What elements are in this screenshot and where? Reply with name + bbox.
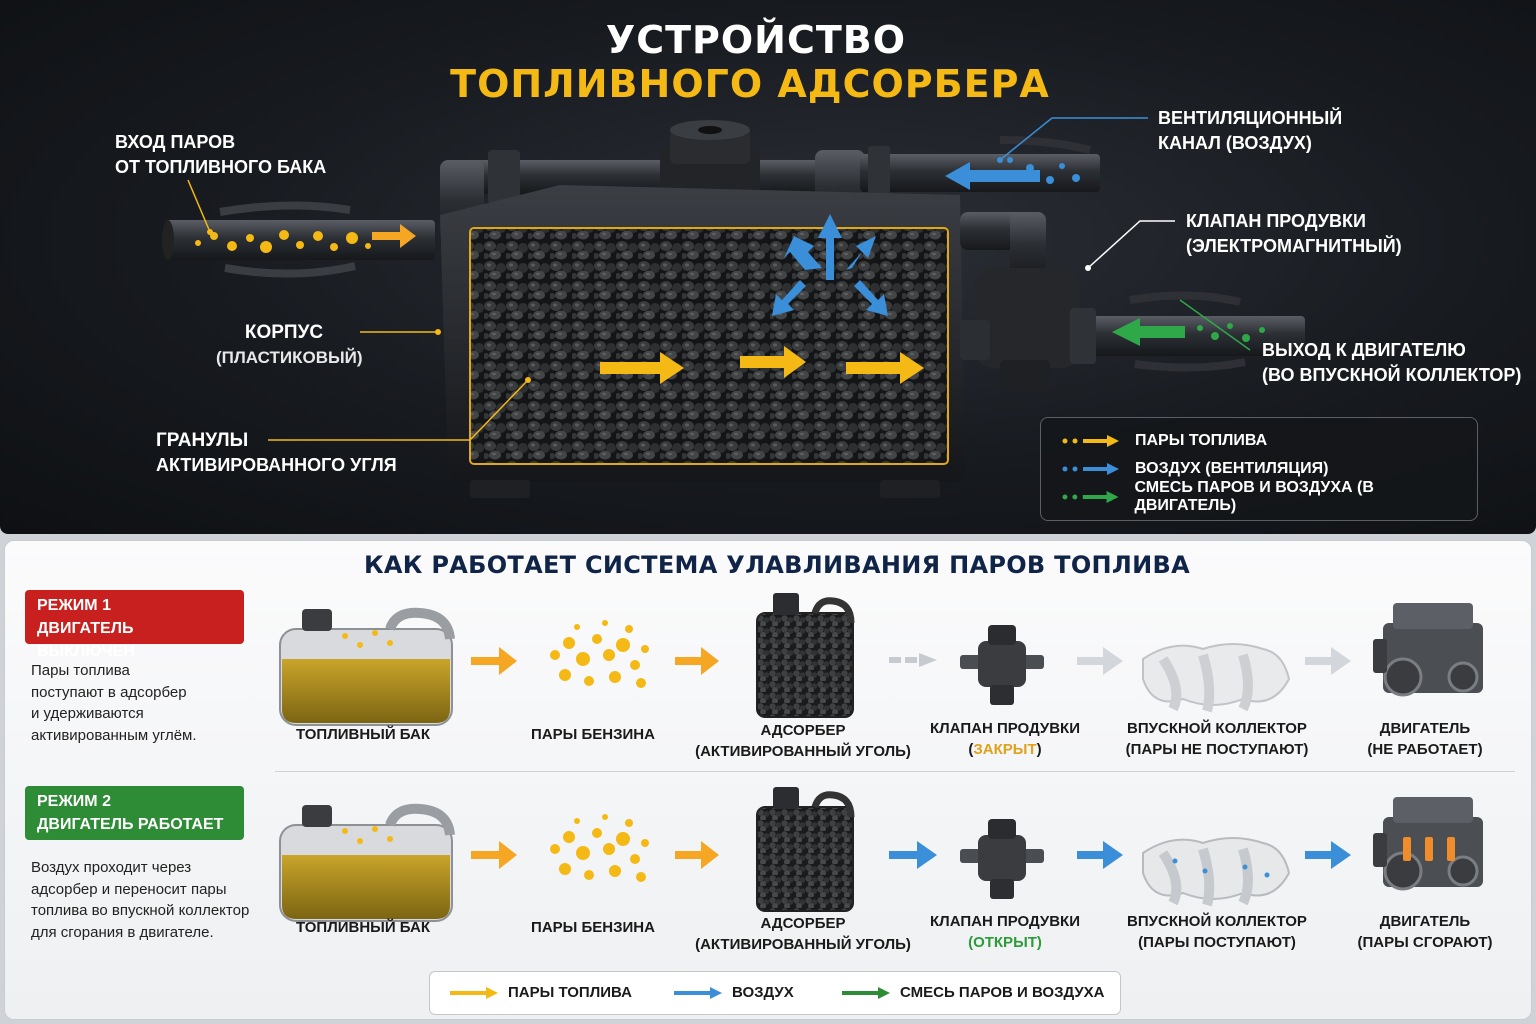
mode-2-badge-line1: РЕЖИМ 2 [37, 793, 111, 810]
mode-1-badge-line2: ДВИГАТЕЛЬ ВЫКЛЮЧЕН [37, 620, 135, 660]
legend-item-air: ВОЗДУХ (ВЕНТИЛЯЦИЯ) [1061, 459, 1328, 479]
callout-granules: ГРАНУЛЫ АКТИВИРОВАННОГО УГЛЯ [156, 428, 397, 478]
callout-outlet: ВЫХОД К ДВИГАТЕЛЮ (ВО ВПУСКНОЙ КОЛЛЕКТОР… [1262, 338, 1521, 388]
mode-2-desc-line: адсорбер и переносит пары [31, 880, 227, 898]
callout-inlet-line1: ВХОД ПАРОВ [115, 132, 236, 152]
step-fuel-tank: ТОПЛИВНЫЙ БАК [275, 724, 451, 745]
step-label-line2: (ПАРЫ СГОРАЮТ) [1357, 934, 1493, 951]
green-arrow-icon [1062, 491, 1119, 503]
callout-outlet-line2: (ВО ВПУСКНОЙ КОЛЛЕКТОР) [1262, 365, 1522, 385]
callout-inlet: ВХОД ПАРОВ ОТ ТОПЛИВНОГО БАКА [115, 130, 326, 180]
device-diagram-panel: УСТРОЙСТВО ТОПЛИВНОГО АДСОРБЕРА [0, 0, 1536, 534]
mode-2-badge: РЕЖИМ 2 ДВИГАТЕЛЬ РАБОТАЕТ [25, 786, 244, 840]
step-label-line1: ТОПЛИВНЫЙ БАК [295, 726, 431, 743]
mode-2-desc-line: Воздух проходит через [31, 859, 192, 876]
step-label-line2: (ПАРЫ НЕ ПОСТУПАЮТ) [1125, 741, 1309, 758]
step-gasoline-vapors: ПАРЫ БЕНЗИНА [505, 917, 681, 938]
legend-item-air: ВОЗДУХ [674, 984, 794, 1001]
step-label-line1: ПАРЫ БЕНЗИНА [531, 726, 655, 743]
callout-vent: ВЕНТИЛЯЦИОННЫЙ КАНАЛ (ВОЗДУХ) [1158, 106, 1342, 156]
mode-2-description: Воздух проходит через адсорбер и перенос… [31, 857, 271, 943]
legend-label-air: ВОЗДУХ (ВЕНТИЛЯЦИЯ) [1135, 460, 1329, 477]
how-it-works-panel: КАК РАБОТАЕТ СИСТЕМА УЛАВЛИВАНИЯ ПАРОВ Т… [4, 540, 1532, 1020]
callout-inlet-line2: ОТ ТОПЛИВНОГО БАКА [115, 157, 327, 177]
yellow-arrow-icon [1062, 435, 1119, 447]
callout-purge-valve-line2: (ЭЛЕКТРОМАГНИТНЫЙ) [1186, 236, 1402, 256]
callout-vent-line1: ВЕНТИЛЯЦИОННЫЙ [1158, 108, 1343, 128]
step-label-line1: ВПУСКНОЙ КОЛЛЕКТОР [1127, 913, 1307, 930]
step-label-line2: (ПАРЫ ПОСТУПАЮТ) [1138, 934, 1296, 951]
legend-item-mix: СМЕСЬ ПАРОВ И ВОЗДУХА [842, 984, 1105, 1001]
mode-divider [275, 771, 1515, 772]
step-purge-valve: КЛАПАН ПРОДУВКИ (ЗАКРЫТ) [925, 718, 1085, 760]
callout-housing-line2: (ПЛАСТИКОВЫЙ) [216, 348, 363, 367]
mode-2-desc-line: для сгорания в двигателе. [31, 923, 214, 941]
step-label-line2: (АКТИВИРОВАННЫЙ УГОЛЬ) [695, 743, 911, 760]
legend-item-fuel-vapor: ПАРЫ ТОПЛИВА [450, 984, 632, 1001]
step-fuel-tank: ТОПЛИВНЫЙ БАК [275, 917, 451, 938]
step-label-line2: (НЕ РАБОТАЕТ) [1367, 741, 1483, 758]
callout-granules-line1: ГРАНУЛЫ [156, 430, 249, 451]
paren-close: ) [1036, 741, 1042, 758]
green-arrow-icon [842, 986, 890, 999]
step-label-line1: ДВИГАТЕЛЬ [1379, 913, 1471, 930]
step-engine: ДВИГАТЕЛЬ (ПАРЫ СГОРАЮТ) [1355, 911, 1495, 953]
step-label-line1: ВПУСКНОЙ КОЛЛЕКТОР [1127, 720, 1307, 737]
valve-status-open: (ОТКРЫТ) [968, 934, 1042, 951]
callout-purge-valve: КЛАПАН ПРОДУВКИ (ЭЛЕКТРОМАГНИТНЫЙ) [1186, 209, 1402, 259]
title-line-2: ТОПЛИВНОГО АДСОРБЕРА [450, 62, 1050, 106]
mode-1-desc-line: активированным углём. [31, 726, 197, 744]
mode-1-description: Пары топлива поступают в адсорбер и удер… [31, 660, 271, 746]
step-label-line1: КЛАПАН ПРОДУВКИ [930, 720, 1080, 737]
mode-2-badge-line2: ДВИГАТЕЛЬ РАБОТАЕТ [37, 816, 224, 833]
callout-granules-line2: АКТИВИРОВАННОГО УГЛЯ [156, 455, 397, 475]
legend-label-air: ВОЗДУХ [732, 984, 794, 1001]
callout-vent-line2: КАНАЛ (ВОЗДУХ) [1158, 133, 1312, 153]
mode-1-badge-line1: РЕЖИМ 1 [37, 597, 111, 614]
step-label-line2: (АКТИВИРОВАННЫЙ УГОЛЬ) [695, 936, 911, 953]
legend-label-mix: СМЕСЬ ПАРОВ И ВОЗДУХА [900, 984, 1105, 1001]
legend-item-fuel-vapor: ПАРЫ ТОПЛИВА [1061, 431, 1267, 451]
legend-item-mix: СМЕСЬ ПАРОВ И ВОЗДУХА (В ДВИГАТЕЛЬ) [1061, 479, 1477, 514]
yellow-arrow-icon [450, 986, 498, 999]
mode-1-desc-line: поступают в адсорбер [31, 683, 187, 701]
step-adsorber: АДСОРБЕР (АКТИВИРОВАННЫЙ УГОЛЬ) [695, 720, 911, 762]
title-line-1: УСТРОЙСТВО [605, 18, 907, 62]
step-label-line1: ПАРЫ БЕНЗИНА [531, 919, 655, 936]
legend-bottom: ПАРЫ ТОПЛИВА ВОЗДУХ СМЕСЬ ПАРОВ И ВОЗДУХ… [429, 971, 1121, 1015]
mode-1-badge: РЕЖИМ 1 ДВИГАТЕЛЬ ВЫКЛЮЧЕН [25, 590, 244, 660]
callout-housing: КОРПУС (ПЛАСТИКОВЫЙ) [216, 320, 363, 370]
blue-arrow-icon [1062, 463, 1119, 475]
callout-outlet-line1: ВЫХОД К ДВИГАТЕЛЮ [1262, 340, 1466, 360]
step-label-line1: АДСОРБЕР [760, 915, 846, 932]
legend-label-fuel-vapor: ПАРЫ ТОПЛИВА [1135, 432, 1268, 449]
step-adsorber: АДСОРБЕР (АКТИВИРОВАННЫЙ УГОЛЬ) [695, 913, 911, 955]
step-engine: ДВИГАТЕЛЬ (НЕ РАБОТАЕТ) [1355, 718, 1495, 760]
blue-arrow-icon [674, 986, 722, 999]
flow-illustrations [5, 541, 1485, 971]
step-intake-manifold: ВПУСКНОЙ КОЛЛЕКТОР (ПАРЫ НЕ ПОСТУПАЮТ) [1125, 718, 1309, 760]
step-label-line1: ТОПЛИВНЫЙ БАК [295, 919, 431, 936]
step-label-line2: (ЗАКРЫТ) [925, 739, 1085, 760]
paren-open: ( [968, 741, 974, 758]
legend-label-fuel-vapor: ПАРЫ ТОПЛИВА [508, 984, 632, 1001]
valve-status-closed: ЗАКРЫТ [973, 741, 1037, 758]
legend-label-mix: СМЕСЬ ПАРОВ И ВОЗДУХА (В ДВИГАТЕЛЬ) [1134, 479, 1374, 514]
step-intake-manifold: ВПУСКНОЙ КОЛЛЕКТОР (ПАРЫ ПОСТУПАЮТ) [1125, 911, 1309, 953]
step-label-line1: ДВИГАТЕЛЬ [1379, 720, 1471, 737]
step-purge-valve: КЛАПАН ПРОДУВКИ (ОТКРЫТ) [925, 911, 1085, 953]
mode-2-desc-line: топлива во впускной коллектор [31, 902, 250, 919]
step-label-line1: АДСОРБЕР [760, 722, 846, 739]
mode-1-desc-line: Пары топлива [31, 662, 130, 679]
adsorber-canister-illustration [162, 117, 1305, 498]
step-gasoline-vapors: ПАРЫ БЕНЗИНА [505, 724, 681, 745]
callout-housing-line1: КОРПУС [244, 322, 324, 343]
section-title: КАК РАБОТАЕТ СИСТЕМА УЛАВЛИВАНИЯ ПАРОВ Т… [363, 551, 1191, 579]
callout-purge-valve-line1: КЛАПАН ПРОДУВКИ [1186, 211, 1366, 231]
legend-flows: ПАРЫ ТОПЛИВА ВОЗДУХ (ВЕНТИЛЯЦИЯ) СМЕСЬ П… [1040, 417, 1478, 521]
mode-1-desc-line: и удерживаются [31, 705, 144, 722]
step-label-line1: КЛАПАН ПРОДУВКИ [930, 913, 1080, 930]
